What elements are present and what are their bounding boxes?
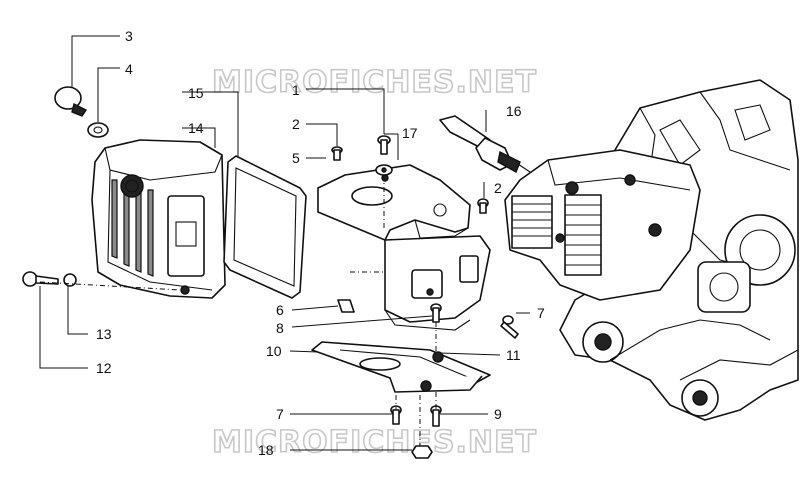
spark-plug [439, 115, 531, 173]
callout-8: 8 [276, 320, 284, 336]
clip-6 [337, 299, 355, 313]
callout-4: 4 [125, 61, 133, 77]
watermark-top: MICROFICHES.NET [212, 65, 537, 100]
callout-1: 1 [292, 82, 300, 98]
rocker-cover [91, 139, 226, 299]
base-plate [311, 341, 491, 393]
callout-18: 18 [258, 442, 274, 458]
callout-7-right: 7 [537, 305, 545, 321]
callout-12: 12 [96, 360, 112, 376]
callout-7-lower: 7 [276, 406, 284, 422]
leader-lines [39, 35, 530, 451]
callout-11: 11 [506, 347, 521, 363]
assembly-lines [39, 175, 437, 446]
callout-10: 10 [266, 343, 282, 359]
washer-17 [375, 164, 393, 176]
watermark-bottom: MICROFICHES.NET [212, 425, 537, 460]
bolt-1 [377, 135, 391, 155]
callout-15: 15 [188, 85, 204, 101]
head-cover-bracket [317, 164, 491, 331]
cylinder-head [504, 149, 701, 301]
callout-14: 14 [188, 120, 204, 136]
callout-labels: 3 4 15 14 1 2 5 17 16 2 6 8 7 10 11 7 9 … [96, 28, 545, 458]
callout-9: 9 [494, 406, 502, 422]
callout-6: 6 [276, 302, 284, 318]
callout-13: 13 [96, 326, 112, 342]
bolt-2-right [477, 198, 489, 214]
callout-5: 5 [292, 150, 300, 166]
oil-filler-plug [54, 86, 88, 117]
callout-3: 3 [125, 28, 133, 44]
bolt-7-right [500, 315, 519, 339]
bolt-8 [430, 303, 442, 323]
callout-2-right: 2 [494, 180, 502, 196]
cover-washer-13 [63, 273, 77, 287]
cover-screw-12 [22, 271, 59, 287]
callout-2-upper: 2 [292, 116, 300, 132]
sealing-washer [87, 122, 109, 138]
cover-gasket [223, 155, 307, 299]
callout-17: 17 [402, 125, 418, 141]
bolt-2-upper [331, 146, 343, 161]
callout-16: 16 [506, 103, 522, 119]
nut-18 [411, 445, 433, 459]
